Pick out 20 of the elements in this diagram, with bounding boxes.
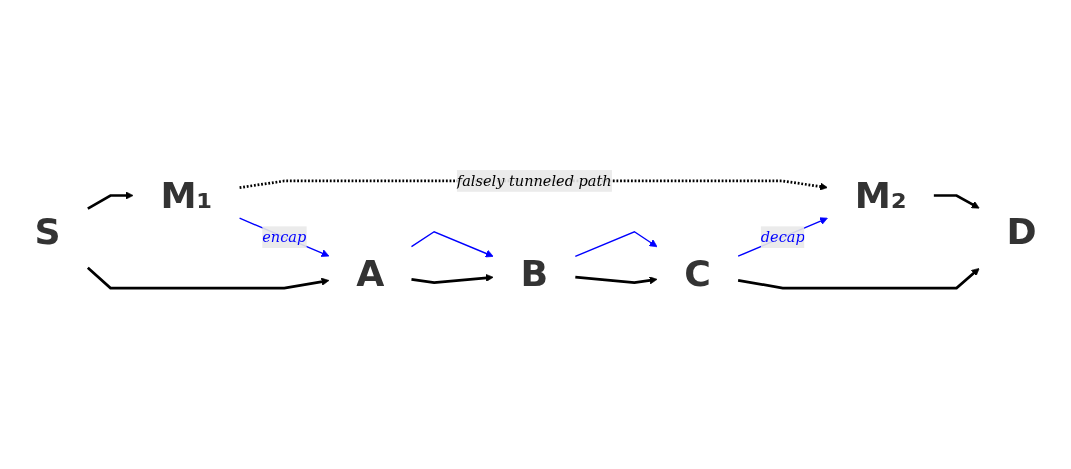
node-text: M₁ [160,174,213,217]
arrow [574,231,658,258]
node-text: B [520,252,549,295]
node-text: D [1006,210,1037,253]
edge-label: falsely tunneled path [456,171,612,190]
arrow [737,268,980,290]
node-text: A [356,252,385,295]
arrow [575,275,658,285]
arrow [410,231,494,258]
arrow [238,217,330,257]
node-text: S [34,210,61,253]
node-text: C [684,252,711,295]
arrow [411,273,494,284]
arrow [86,266,330,290]
node-text: M₂ [854,174,907,217]
arrow [87,191,134,210]
arrow [933,194,980,209]
edge-label: encap [262,228,307,246]
edge-label: decap [760,228,805,246]
arrow [737,217,828,257]
